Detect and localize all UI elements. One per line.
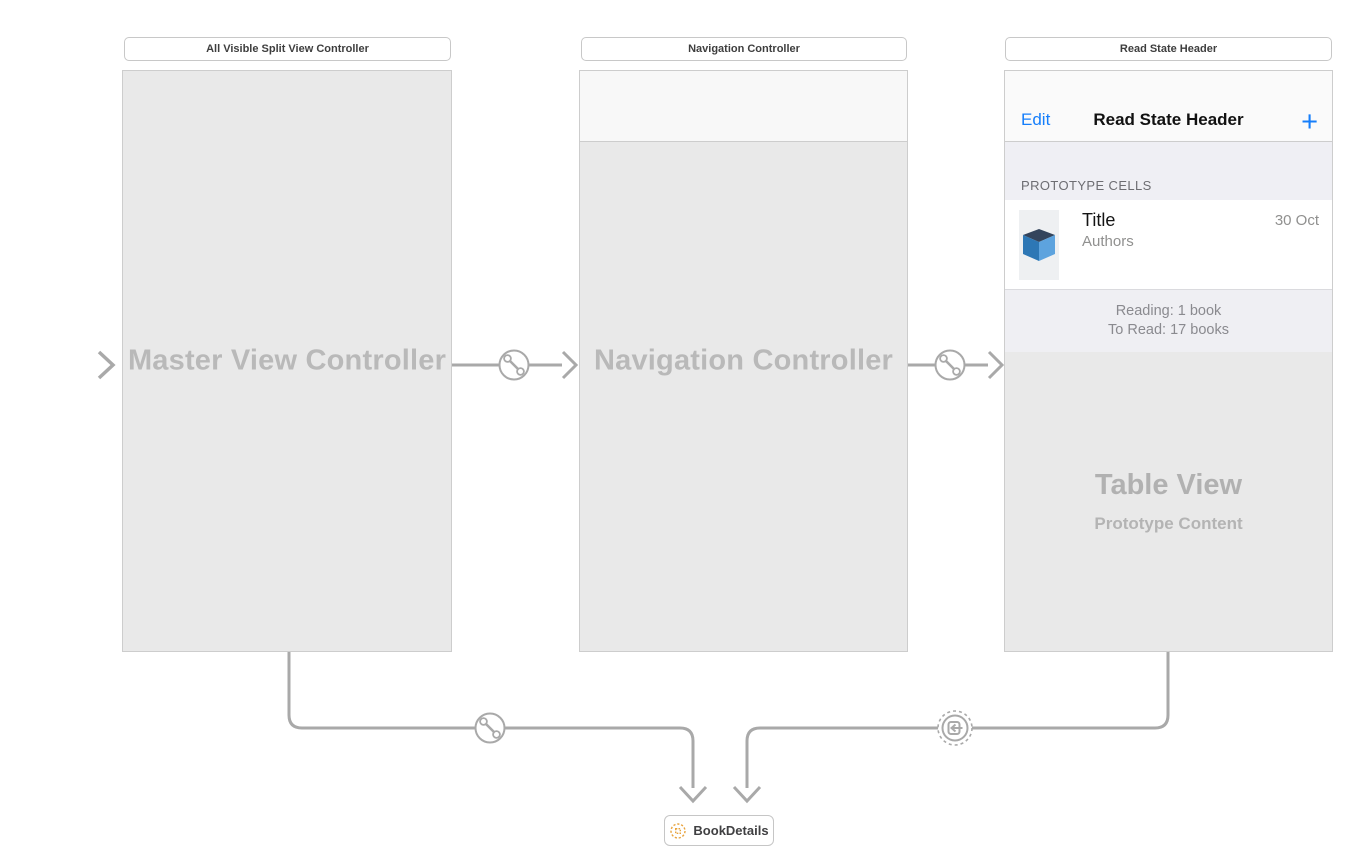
- storyboard-reference-bookdetails[interactable]: BookDetails: [664, 815, 774, 846]
- split-view-controller-scene[interactable]: Master View Controller: [122, 70, 452, 652]
- read-state-summary-footer: Reading: 1 book To Read: 17 books: [1005, 290, 1332, 352]
- segue-navigation-to-read-state[interactable]: [908, 349, 1005, 381]
- segue-split-to-navigation[interactable]: [452, 349, 579, 381]
- initial-view-controller-arrow[interactable]: [28, 350, 116, 380]
- scene-label-split-view-controller[interactable]: All Visible Split View Controller: [124, 37, 451, 61]
- scene-label-read-state-header[interactable]: Read State Header: [1005, 37, 1332, 61]
- edit-button[interactable]: Edit: [1021, 110, 1051, 129]
- navigation-controller-watermark: Navigation Controller: [593, 344, 894, 377]
- master-view-controller-watermark: Master View Controller: [127, 344, 447, 377]
- storyboard-reference-segue-icon: [937, 710, 973, 746]
- navigation-controller-scene[interactable]: Navigation Controller: [579, 70, 908, 652]
- cell-authors-label: Authors: [1082, 233, 1134, 250]
- book-icon: [1023, 229, 1055, 261]
- summary-to-read-label: To Read: 17 books: [1108, 322, 1229, 338]
- cell-date-label: 30 Oct: [1274, 212, 1319, 229]
- book-cover-thumbnail: [1019, 210, 1059, 280]
- segue-read-state-to-bookdetails[interactable]: [732, 652, 1170, 804]
- storyboard-reference-icon: [670, 822, 687, 839]
- storyboard-reference-label: BookDetails: [693, 823, 769, 838]
- relationship-segue-icon: [939, 354, 961, 376]
- table-view-watermark: Table View: [1094, 469, 1243, 501]
- navigation-bar-placeholder[interactable]: [580, 71, 907, 142]
- relationship-segue-icon: [503, 354, 525, 376]
- summary-reading-label: Reading: 1 book: [1115, 303, 1222, 319]
- prototype-table-cell[interactable]: Title Authors 30 Oct: [1005, 200, 1332, 290]
- table-view-placeholder[interactable]: Table View Prototype Content: [1005, 352, 1332, 651]
- add-button[interactable]: +: [1301, 106, 1318, 138]
- segue-master-to-bookdetails[interactable]: [287, 652, 708, 804]
- scene-label-navigation-controller[interactable]: Navigation Controller: [581, 37, 907, 61]
- prototype-cells-section-header: PROTOTYPE CELLS: [1005, 142, 1332, 200]
- show-segue-icon: [479, 717, 501, 739]
- prototype-content-watermark: Prototype Content: [1094, 514, 1243, 533]
- read-state-header-scene[interactable]: Edit Read State Header + PROTOTYPE CELLS…: [1004, 70, 1333, 652]
- navigation-bar[interactable]: Edit Read State Header +: [1005, 71, 1332, 142]
- cell-title-label: Title: [1082, 210, 1116, 230]
- navigation-bar-title: Read State Header: [1093, 110, 1244, 129]
